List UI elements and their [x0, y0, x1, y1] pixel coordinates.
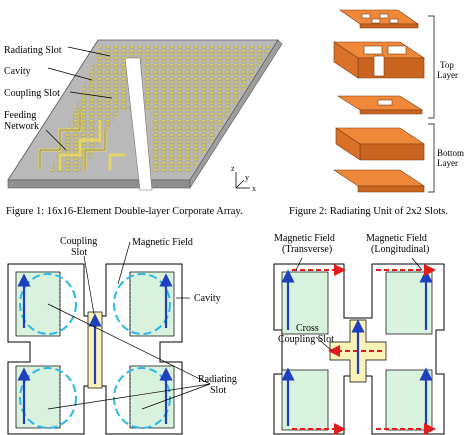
- feeding-network-outline: [39, 110, 106, 170]
- label-top: Top: [440, 60, 454, 70]
- label-top-layer: Layer: [437, 70, 458, 80]
- label-magnetic-field: Magnetic Field: [132, 237, 193, 248]
- transverse-arrows: [292, 264, 436, 435]
- label-coupling-slot-word: Slot: [71, 247, 88, 258]
- exploded-unit-illustration: [333, 9, 435, 193]
- label-mf-transverse: Magnetic Field: [274, 233, 335, 244]
- label-cross-coupling-slot: Coupling Slot: [278, 334, 334, 345]
- label-network: Network: [4, 121, 39, 132]
- radiating-slot-tl: [15, 271, 61, 337]
- layer-braces: [428, 15, 435, 193]
- coupling-slot-field-diagram: [7, 241, 211, 435]
- unit-layer-base: [333, 169, 425, 193]
- figure2-caption: Figure 2: Radiating Unit of 2x2 Slots.: [289, 206, 448, 217]
- label-coupling: Coupling: [60, 236, 98, 247]
- magnetic-field-loops: [19, 273, 171, 429]
- cross-coupling-field-diagram: [273, 257, 445, 435]
- figure1-caption: Figure 1: 16x16-Element Double-layer Cor…: [6, 206, 243, 217]
- field-arrows: [17, 273, 173, 424]
- radiating-slot-br: [129, 365, 175, 429]
- label-radiating-slot: Radiating Slot: [4, 45, 62, 56]
- label-transverse: (Transverse): [282, 244, 333, 255]
- label-cavity-3a: Cavity: [194, 293, 221, 304]
- radiating-slot-array: [50, 46, 272, 172]
- unit-layer-radiating: [339, 9, 419, 29]
- label-radiating: Radiating: [198, 374, 237, 385]
- axis-y-label: y: [245, 173, 249, 182]
- axis-z-label: z: [231, 164, 235, 173]
- label-cavity: Cavity: [4, 66, 31, 77]
- label-longitudinal: (Longitudinal): [371, 244, 430, 255]
- radiating-slot-tr: [129, 271, 175, 337]
- radiating-slot-bl: [15, 365, 61, 429]
- label-cross: Cross: [296, 323, 319, 334]
- array-plate-edge: [7, 179, 191, 189]
- label-feeding: Feeding: [4, 110, 37, 121]
- unit-layer-cavity: [333, 41, 425, 79]
- unit-layer-coupling: [336, 95, 424, 115]
- label-coupling-slot: Coupling Slot: [4, 88, 60, 99]
- cutaway-strip: [124, 57, 153, 191]
- axis-x-label: x: [252, 184, 256, 193]
- label-bottom-layer: Layer: [437, 158, 458, 168]
- unit-layer-feed-cavity: [335, 127, 425, 161]
- label-radiating-slot-word: Slot: [210, 385, 227, 396]
- label-mf-longitudinal: Magnetic Field: [366, 233, 427, 244]
- array-illustration: [7, 39, 283, 191]
- axis-indicator: [235, 172, 250, 189]
- label-bottom: Bottom: [437, 148, 465, 158]
